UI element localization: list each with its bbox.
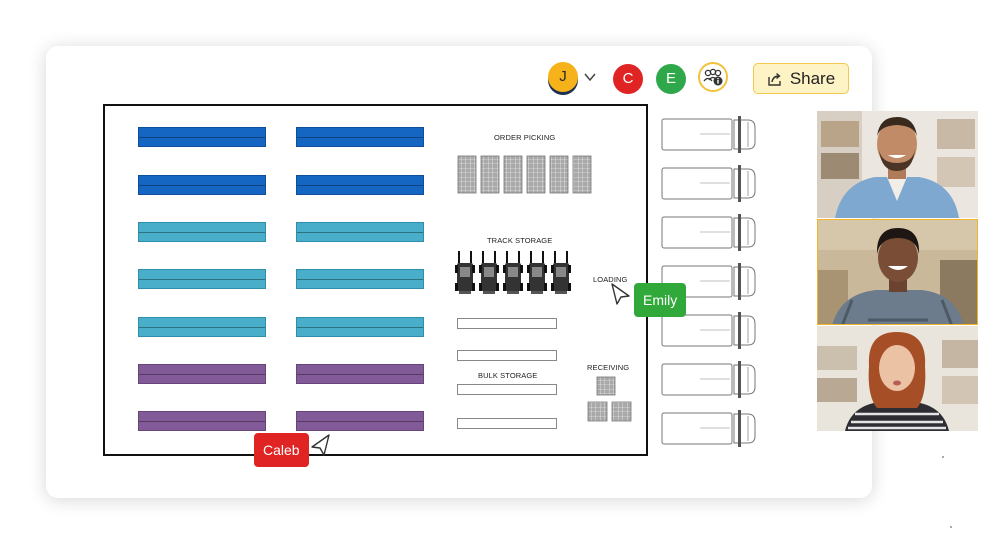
bulk-storage-label: BULK STORAGE bbox=[478, 371, 538, 380]
chevron-down-icon[interactable] bbox=[583, 70, 597, 84]
order-picking-label: ORDER PICKING bbox=[494, 133, 556, 142]
bulk-storage-slot[interactable] bbox=[457, 318, 557, 329]
emily-cursor-label: Emily bbox=[634, 283, 687, 317]
storage-rack[interactable] bbox=[296, 175, 424, 195]
receiving-pallets[interactable] bbox=[587, 376, 633, 422]
storage-rack[interactable] bbox=[296, 127, 424, 147]
share-label: Share bbox=[789, 68, 836, 88]
decorative-speck bbox=[950, 526, 952, 528]
forklift-group[interactable] bbox=[455, 251, 577, 296]
storage-rack[interactable] bbox=[296, 364, 424, 384]
video-tile-participant-2[interactable] bbox=[817, 219, 978, 325]
storage-rack[interactable] bbox=[138, 222, 266, 242]
track-storage-label: TRACK STORAGE bbox=[487, 236, 553, 245]
bulk-storage-slot[interactable] bbox=[457, 384, 557, 395]
storage-rack[interactable] bbox=[138, 269, 266, 289]
storage-rack[interactable] bbox=[296, 269, 424, 289]
loading-label: LOADING bbox=[593, 275, 628, 284]
share-button[interactable]: Share bbox=[753, 63, 849, 94]
video-feed-image bbox=[818, 220, 977, 324]
receiving-label: RECEIVING bbox=[587, 363, 630, 372]
storage-rack[interactable] bbox=[138, 317, 266, 337]
bulk-storage-slot[interactable] bbox=[457, 350, 557, 361]
storage-rack[interactable] bbox=[138, 411, 266, 431]
collaborators-info-icon bbox=[703, 68, 723, 86]
truck-icon bbox=[661, 116, 756, 153]
order-picking-pallets[interactable] bbox=[457, 155, 593, 195]
storage-rack[interactable] bbox=[138, 175, 266, 195]
loading-dock-trucks[interactable] bbox=[660, 116, 760, 450]
participant-avatar-e[interactable]: E bbox=[656, 64, 686, 94]
forklift-icon bbox=[455, 251, 475, 294]
storage-rack[interactable] bbox=[296, 317, 424, 337]
storage-rack[interactable] bbox=[296, 222, 424, 242]
collaborators-info-button[interactable] bbox=[698, 62, 728, 92]
caleb-cursor-icon bbox=[311, 434, 330, 456]
storage-rack[interactable] bbox=[138, 127, 266, 147]
participant-avatar-j[interactable]: J bbox=[548, 62, 578, 92]
share-icon bbox=[768, 72, 781, 86]
pallet-group bbox=[457, 155, 592, 194]
participant-avatar-c[interactable]: C bbox=[613, 64, 643, 94]
video-feed-image bbox=[817, 111, 978, 218]
video-feed-image bbox=[817, 326, 978, 431]
video-tile-participant-3[interactable] bbox=[817, 326, 978, 431]
emily-cursor-icon bbox=[611, 283, 630, 305]
caleb-cursor-label: Caleb bbox=[254, 433, 309, 467]
storage-rack[interactable] bbox=[138, 364, 266, 384]
decorative-speck bbox=[942, 456, 944, 458]
bulk-storage-slot[interactable] bbox=[457, 418, 557, 429]
storage-rack[interactable] bbox=[296, 411, 424, 431]
video-tile-participant-1[interactable] bbox=[817, 111, 978, 218]
